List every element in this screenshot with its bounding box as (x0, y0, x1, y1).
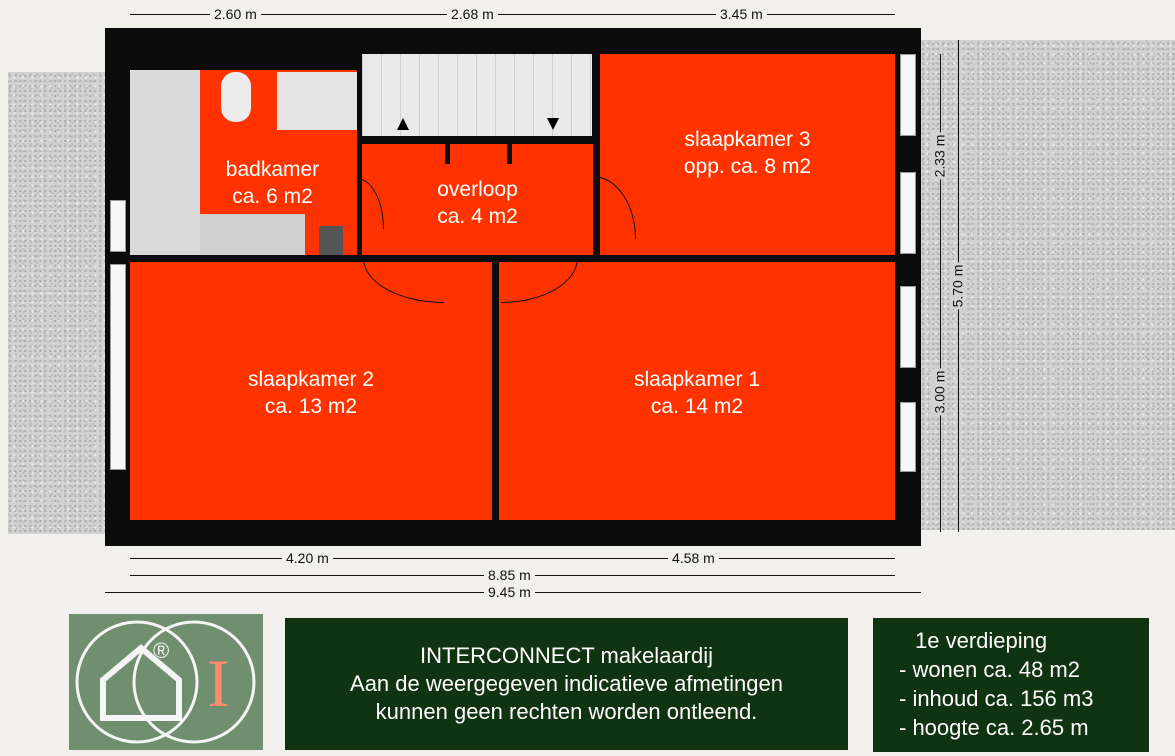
label-slaapkamer-1: slaapkamer 1 ca. 14 m2 (499, 366, 895, 420)
radiator (319, 226, 343, 255)
window-left-bath (110, 200, 126, 252)
dim-inner-total: 8.85 m (484, 567, 535, 583)
floor-plan: badkamer ca. 6 m2 overloop ca. 4 m2 slaa… (105, 28, 921, 546)
gravel-left (8, 72, 106, 534)
room-slaapkamer-2[interactable] (130, 262, 492, 520)
logo-house-icon (75, 620, 256, 744)
label-slaapkamer-3: slaapkamer 3 opp. ca. 8 m2 (600, 126, 895, 180)
label-badkamer: badkamer ca. 6 m2 (200, 156, 345, 210)
window-right-3 (900, 286, 916, 368)
room-name: badkamer (225, 158, 320, 181)
toilet (221, 72, 251, 122)
window-right-4 (900, 402, 916, 472)
company-name: INTERCONNECT makelaardij (420, 643, 713, 668)
dim-line-top (130, 14, 895, 15)
stat-inhoud: - inhoud ca. 156 m3 (899, 686, 1094, 711)
room-name: slaapkamer 3 (684, 128, 811, 151)
gravel-right (921, 40, 1175, 530)
room-slaapkamer-3[interactable] (600, 54, 895, 255)
logo-registered-mark: ® (153, 638, 170, 663)
stair-rail-1 (445, 142, 450, 164)
disclaimer-line-1: Aan de weergegeven indicatieve afmetinge… (350, 671, 783, 696)
room-name: slaapkamer 1 (633, 368, 761, 391)
label-overloop: overloop ca. 4 m2 (362, 176, 593, 230)
window-right-2 (900, 172, 916, 254)
label-slaapkamer-2: slaapkamer 2 ca. 13 m2 (130, 366, 492, 420)
room-area: ca. 4 m2 (437, 205, 518, 228)
stat-hoogte: - hoogte ca. 2.65 m (899, 715, 1089, 740)
dim-top-1: 2.60 m (210, 6, 261, 22)
shower (277, 72, 357, 130)
window-right-1 (900, 54, 916, 136)
floor-name: 1e verdieping (915, 628, 1048, 653)
dim-right-top: 2.33 m (931, 132, 948, 180)
room-area: ca. 6 m2 (232, 185, 313, 208)
sink-unit (200, 214, 305, 255)
stair-rail-2 (507, 142, 512, 164)
room-area: opp. ca. 8 m2 (683, 155, 812, 178)
room-area: ca. 14 m2 (650, 395, 744, 418)
dim-top-2: 2.68 m (447, 6, 498, 22)
disclaimer-line-2: kunnen geen rechten worden ontleend. (375, 699, 758, 724)
room-area: ca. 13 m2 (264, 395, 358, 418)
room-name: overloop (437, 178, 518, 201)
room-name: slaapkamer 2 (247, 368, 375, 391)
stair-up-arrow-icon (397, 118, 409, 130)
dim-line-bottom-1 (130, 558, 895, 559)
dim-outer-total: 9.45 m (484, 584, 535, 600)
logo-letter: I (207, 645, 230, 721)
dim-line-right-1 (940, 54, 941, 532)
company-logo: ® I (69, 614, 263, 750)
bathtub (130, 70, 200, 255)
dim-right-total: 5.70 m (949, 262, 966, 310)
room-slaapkamer-1[interactable] (499, 262, 895, 520)
dim-bottom-1: 4.20 m (282, 550, 333, 566)
window-left-bedroom2 (110, 264, 126, 470)
stair-down-arrow-icon (547, 118, 559, 130)
disclaimer-panel: INTERCONNECT makelaardij Aan de weergege… (285, 618, 848, 750)
dim-right-bottom: 3.00 m (931, 368, 948, 416)
floor-info-panel: 1e verdieping - wonen ca. 48 m2 - inhoud… (873, 618, 1149, 752)
dim-bottom-2: 4.58 m (668, 550, 719, 566)
room-overloop[interactable] (362, 144, 593, 255)
dim-top-3: 3.45 m (716, 6, 767, 22)
stat-wonen: - wonen ca. 48 m2 (899, 657, 1080, 682)
